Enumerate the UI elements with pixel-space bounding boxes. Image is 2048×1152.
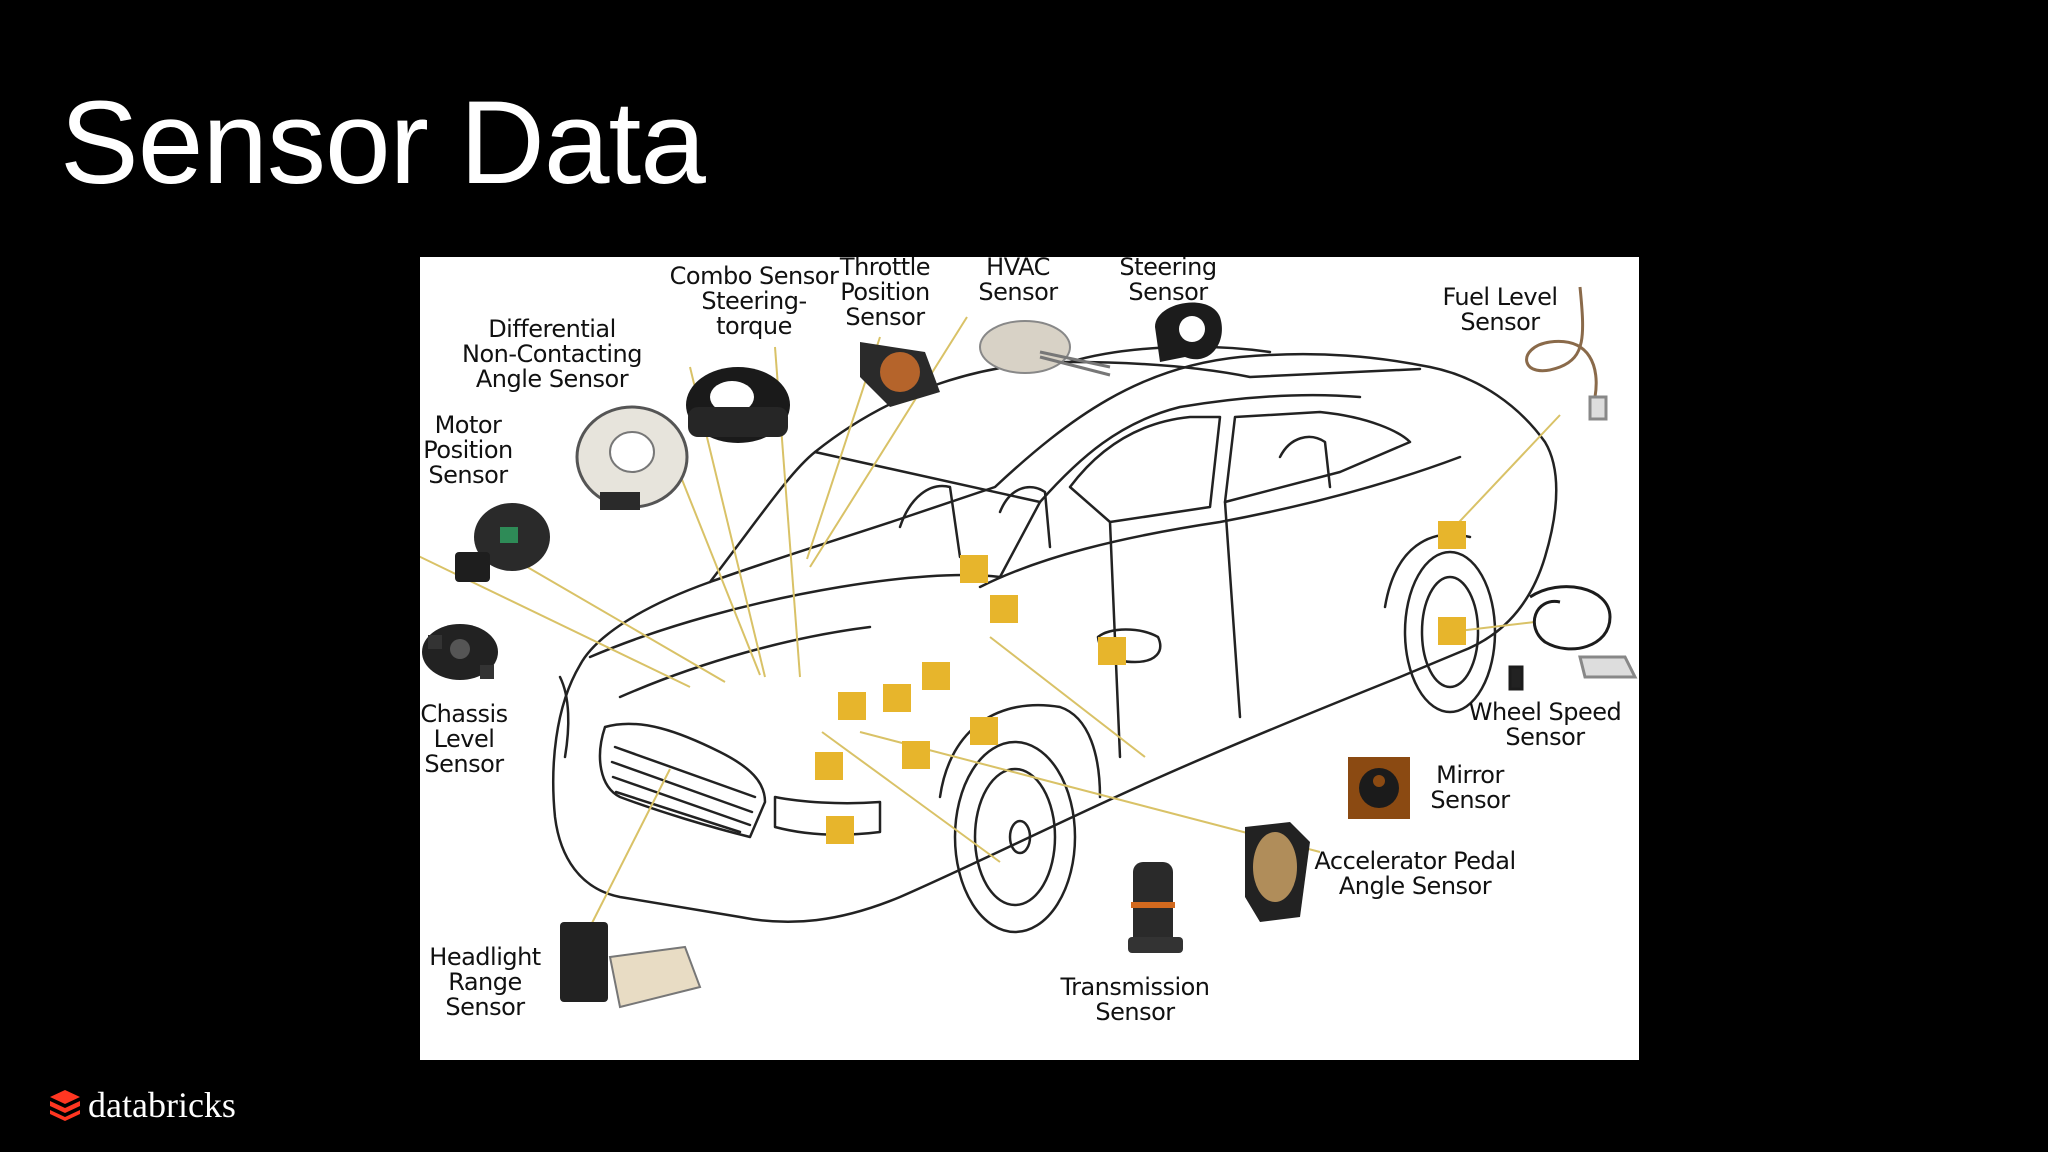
sensor-markers [815, 521, 1466, 844]
headlight-sensor-image [560, 922, 702, 1009]
marker-steering [990, 595, 1018, 623]
label-combo-sensor: Combo Sensor Steering- torque [669, 262, 839, 340]
marker-combo [883, 684, 911, 712]
transmission-sensor-image [1128, 862, 1183, 953]
fuel-level-sensor-image [1525, 286, 1608, 421]
logo-text: databricks [88, 1085, 236, 1125]
marker-accelerator [970, 717, 998, 745]
sensor-images [422, 286, 1638, 1009]
throttle-sensor-image [860, 342, 940, 407]
car-sensor-diagram: Combo Sensor Steering- torque Throttle P… [420, 257, 1639, 1060]
label-headlight-range-sensor: Headlight Range Sensor [429, 943, 541, 1021]
marker-throttle [922, 662, 950, 690]
label-chassis-level-sensor: Chassis Level Sensor [420, 700, 508, 778]
label-fuel-level-sensor: Fuel Level Sensor [1442, 283, 1558, 336]
label-throttle-position-sensor: Throttle Position Sensor [839, 257, 931, 331]
label-transmission-sensor: Transmission Sensor [1060, 973, 1210, 1026]
databricks-logo-icon [50, 1090, 80, 1121]
steering-sensor-image [1155, 302, 1222, 362]
marker-headlight [826, 816, 854, 844]
leader-lines [420, 316, 1561, 928]
marker-transmission [902, 741, 930, 769]
hvac-sensor-image [979, 320, 1111, 377]
label-accelerator-pedal-sensor: Accelerator Pedal Angle Sensor [1314, 847, 1516, 900]
label-mirror-sensor: Mirror Sensor [1430, 761, 1510, 814]
wheel-speed-sensor-image [1508, 585, 1638, 691]
marker-hvac [960, 555, 988, 583]
accelerator-sensor-image [1245, 822, 1310, 922]
marker-differential [838, 692, 866, 720]
marker-chassis [815, 752, 843, 780]
label-steering-sensor: Steering Sensor [1119, 257, 1217, 306]
chassis-sensor-image [422, 624, 498, 680]
label-wheel-speed-sensor: Wheel Speed Sensor [1468, 698, 1622, 751]
slide-title: Sensor Data [60, 77, 706, 209]
marker-mirror [1098, 637, 1126, 665]
combo-sensor-image [686, 367, 790, 443]
differential-sensor-image [575, 405, 689, 510]
label-hvac-sensor: HVAC Sensor [978, 257, 1058, 306]
motor-position-sensor-image [455, 503, 550, 582]
databricks-logo: databricks [48, 1083, 236, 1127]
label-differential-sensor: Differential Non-Contacting Angle Sensor [462, 315, 643, 393]
marker-wheel [1438, 617, 1466, 645]
label-motor-position-sensor: Motor Position Sensor [423, 411, 513, 489]
car-illustration [420, 286, 1638, 1009]
marker-fuel [1438, 521, 1466, 549]
mirror-sensor-image [1348, 757, 1410, 819]
